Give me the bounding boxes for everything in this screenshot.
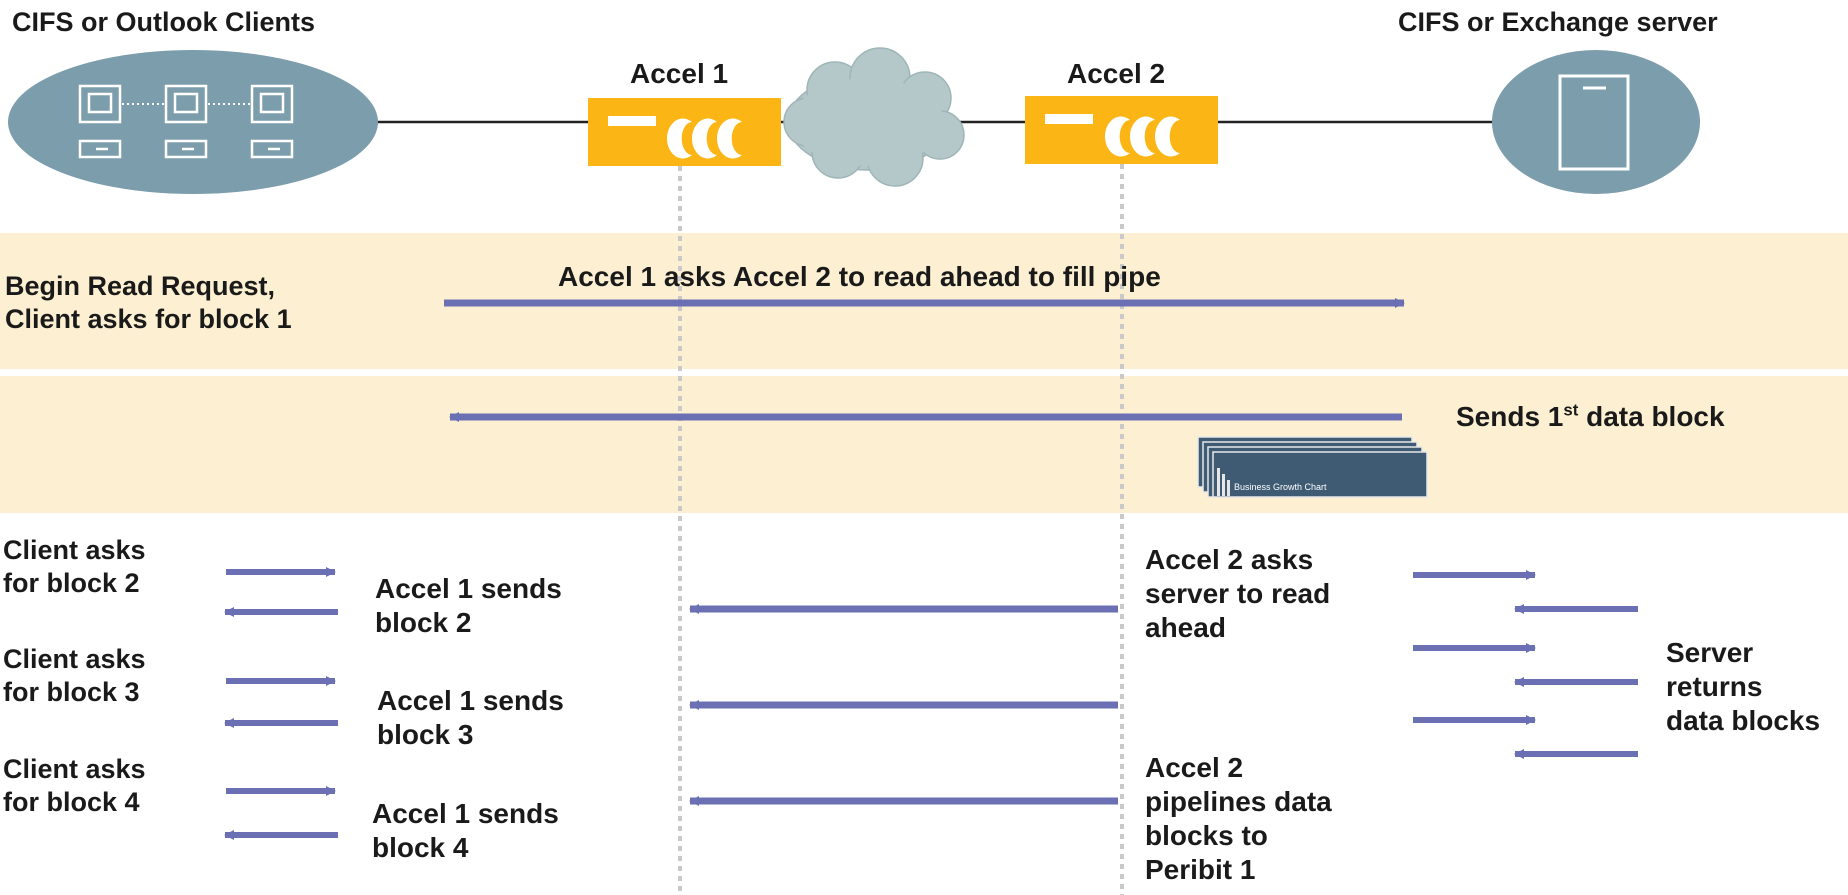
server-title: CIFS or Exchange server xyxy=(1398,7,1718,37)
computer-icon xyxy=(250,84,294,159)
sends-first-block-label: Sends 1st data block xyxy=(1456,400,1725,432)
business-growth-chart-thumbnail: Business Growth Chart xyxy=(1197,436,1428,498)
accel2-read-ahead-label: Accel 2 asks server to read ahead xyxy=(1145,544,1331,644)
phase2-band xyxy=(0,376,1848,513)
accel2-title: Accel 2 xyxy=(1067,58,1166,89)
read-ahead-label: Accel 1 asks Accel 2 to read ahead to fi… xyxy=(558,261,1161,292)
server-returns-label: Server returns data blocks xyxy=(1666,637,1821,737)
svg-text:Business Growth Chart: Business Growth Chart xyxy=(1234,482,1327,492)
begin-read-request-label: Begin Read Request, Client asks for bloc… xyxy=(5,271,292,334)
clients-ellipse xyxy=(8,50,378,194)
computer-icon xyxy=(78,84,122,159)
accel1-device xyxy=(588,98,781,166)
server-icon xyxy=(1558,74,1630,171)
server-read-arrows xyxy=(1413,570,1638,759)
client-request-arrows xyxy=(224,567,338,840)
server-ellipse xyxy=(1492,50,1700,194)
accel2-device xyxy=(1025,96,1218,164)
pipeline-arrows xyxy=(689,604,1118,806)
clients-title: CIFS or Outlook Clients xyxy=(12,7,316,37)
computer-icon xyxy=(164,84,208,159)
accel2-pipelines-label: Accel 2 pipelines data blocks to Peribit… xyxy=(1145,752,1332,886)
accel1-title: Accel 1 xyxy=(630,58,729,89)
